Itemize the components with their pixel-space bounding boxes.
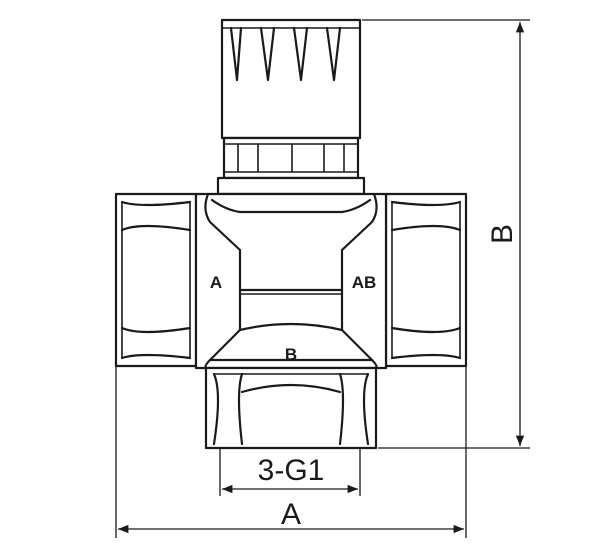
width-dimension-label: A — [281, 498, 301, 531]
right-hex-port — [384, 192, 468, 368]
port-label-ab: AB — [352, 273, 377, 292]
left-hex-port — [114, 192, 198, 368]
neck-ring — [216, 176, 366, 196]
port-label-a: A — [210, 273, 222, 292]
port-label-b: B — [285, 345, 297, 364]
height-dimension-label: B — [486, 224, 519, 244]
knob-grip-ridges — [229, 26, 342, 82]
thread-dimension: 3-G1 — [219, 448, 361, 496]
width-dimension: A — [115, 366, 467, 538]
knurled-collar — [222, 136, 360, 180]
height-dimension: B — [362, 19, 530, 449]
bottom-hex-port — [204, 366, 378, 450]
actuator-knob — [220, 18, 362, 140]
thread-dimension-label: 3-G1 — [258, 454, 325, 487]
